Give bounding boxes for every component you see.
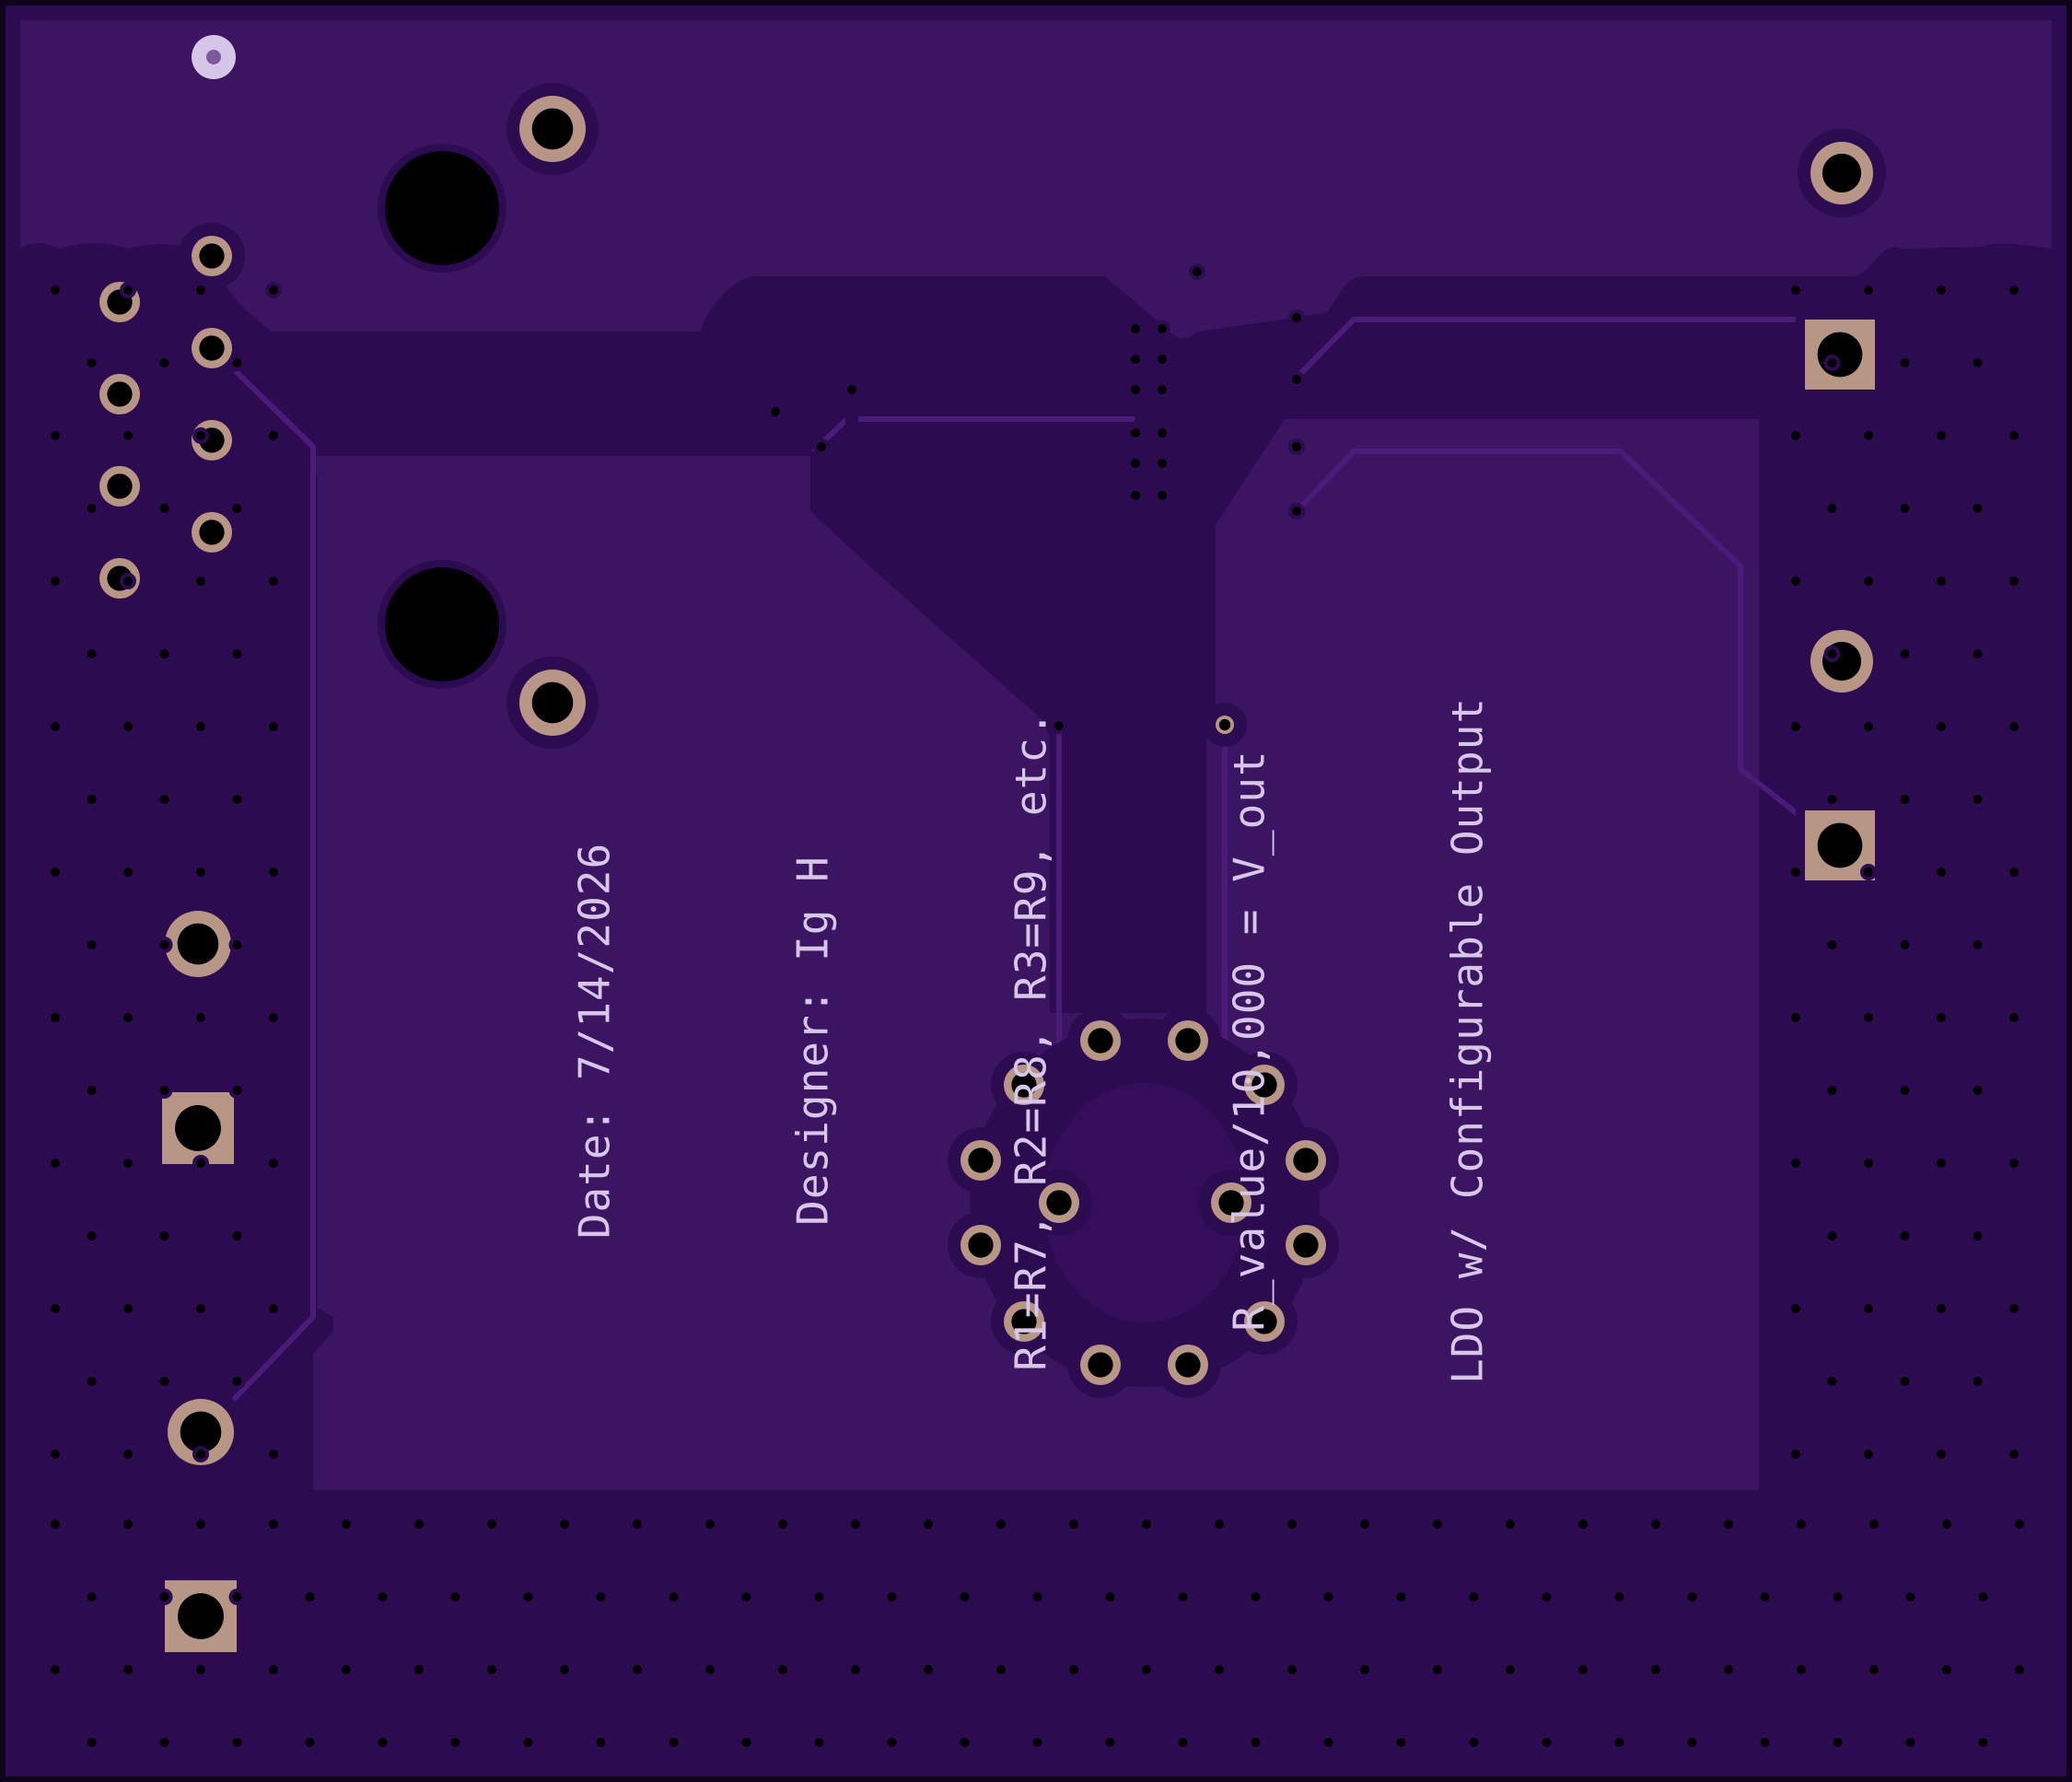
square-terminal-pad [153,1083,243,1173]
header-pin [179,315,245,381]
silk-formula: R_value/10,000 = V_out [1224,750,1275,1332]
square-terminal-pad [1796,801,1884,890]
terminal-pad [1798,129,1886,217]
square-terminal-pad [156,1571,246,1661]
socket-inner-pin [1198,1170,1264,1236]
socket-pin [948,1127,1014,1194]
terminal-pad [152,898,244,990]
socket-pin [1155,1007,1221,1074]
socket-inner-pin [1026,1170,1092,1236]
silk-resistor-pairs: R1=R7, R2=R8, R3=R9, etc. [1006,710,1056,1371]
stitching-vias [47,263,2028,1751]
header-pin [87,453,153,519]
socket-pin [991,1052,1057,1118]
socket-pin [1067,1007,1134,1074]
socket-pin [948,1212,1014,1278]
trace-clearance [845,391,1064,728]
round-pads [87,83,1886,1478]
socket-pin [991,1288,1057,1355]
silk-designer: Designer: Ig H [787,856,838,1226]
socket-pin [1155,1332,1221,1398]
terminal-pad [506,657,599,749]
mounting-holes [378,144,506,689]
socket-pin [1067,1332,1134,1398]
blank [1044,532,1070,558]
copper-pour-main [313,419,1759,1490]
socket-pin [1273,1127,1339,1194]
socket-pin [1231,1052,1298,1118]
silk-board-title: LDO w/ Configurable Output [1442,696,1493,1385]
socket-pin [1273,1212,1339,1278]
square-terminal-pad [1796,310,1884,399]
header-pin [87,269,153,335]
terminal-pad [155,1386,247,1478]
test-point [1203,703,1247,747]
header-pin [179,407,245,473]
square-pads [153,310,1884,1661]
header-pin [179,223,245,289]
socket-pin [1231,1288,1298,1355]
header-pin [87,361,153,427]
header-pin [179,499,245,565]
terminal-pad [506,83,599,175]
header-pin [87,545,153,611]
terminal-pad [1798,617,1886,705]
silk-date: Date: 7/14/2026 [569,842,620,1240]
